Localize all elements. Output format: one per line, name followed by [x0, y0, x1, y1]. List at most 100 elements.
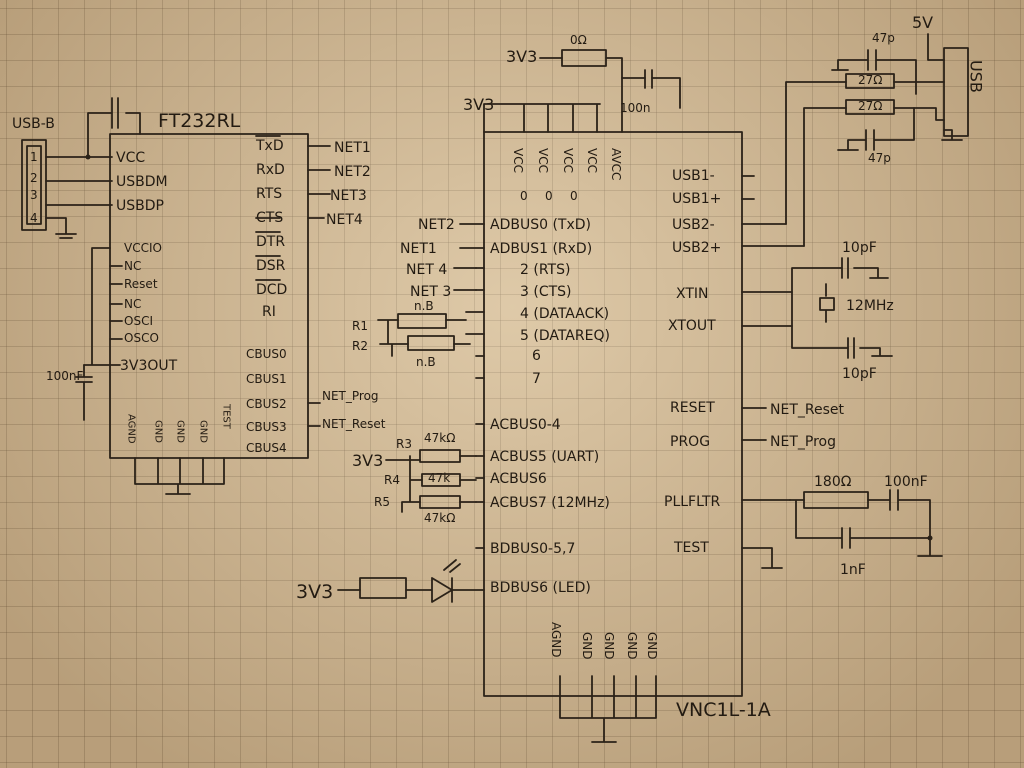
vnc1l-pin-label: ACBUS7 (12MHz) [490, 495, 610, 511]
vnc1l-pin-label: ACBUS6 [490, 471, 547, 487]
r1-value: n.B [414, 299, 434, 313]
r2-value: n.B [416, 355, 436, 369]
vnc1l-pin-label: USB2+ [672, 240, 721, 256]
ft232-title: FT232RL [158, 110, 241, 132]
net-label: NET_Reset [322, 417, 386, 431]
usb-connector-label: USB [967, 60, 986, 93]
vnc1l-pin-label: 7 [532, 371, 541, 387]
ft232-pin-label: Reset [124, 277, 158, 291]
ft232-3v3out-cap-value: 100nF [46, 369, 84, 383]
vnc1l-pin-label: 5 (DATAREQ) [520, 328, 610, 344]
r5-label: R5 [374, 495, 390, 509]
vnc1l-pin-label: VCC [536, 148, 550, 173]
ft232-pin-label: TxD [255, 138, 284, 154]
ft232-pin-label: OSCI [124, 314, 153, 328]
net-label: NET 3 [410, 284, 451, 300]
crystal-value: 12MHz [846, 298, 894, 314]
vnc1l-pin-label: VCC [585, 148, 599, 173]
usb-b-pin: 2 [30, 171, 38, 185]
ft232-pin-label: VCC [116, 150, 145, 166]
vnc1l-left-pins: ADBUS0 (TxD) ADBUS1 (RxD) 2 (RTS) 3 (CTS… [400, 217, 610, 596]
net-label: NET4 [326, 212, 363, 228]
ft232-pin-label: VCCIO [124, 241, 162, 255]
vnc1l-pin-label: VCC [511, 148, 525, 173]
usb-b-pin: 3 [30, 188, 38, 202]
pll-cap-value: 100nF [884, 474, 928, 490]
usb-b-label: USB-B [12, 116, 55, 132]
r5-value: 47kΩ [424, 511, 455, 525]
ft232-bottom-pins: AGND GND GND GND TEST [126, 403, 232, 444]
net-label: NET1 [400, 241, 437, 257]
ft232-pin-label: RTS [256, 186, 282, 202]
vnc1l-pin-label: BDBUS0-5,7 [490, 541, 575, 557]
ft232-pin-label: CBUS1 [246, 372, 287, 386]
vnc1l-pin-label: ACBUS0-4 [490, 417, 561, 433]
ft232-pin-label: GND [153, 420, 164, 443]
vnc1l-pin-mark: 0 [520, 189, 528, 203]
pll-cap-value: 1nF [840, 562, 866, 578]
net-label: NET_Reset [770, 402, 844, 418]
vnc1l-pin-label: GND [645, 632, 659, 660]
r3-r5-resistors: 3V3 R3 R4 R5 47kΩ 47k 47kΩ [352, 431, 477, 525]
vnc1l-pin-label: GND [625, 632, 639, 660]
ft232-pin-label: GND [198, 420, 209, 443]
vnc1l-pin-label: VCC [561, 148, 575, 173]
supply-label: 3V3 [506, 47, 537, 66]
vnc1l-pin-label: USB1- [672, 168, 715, 184]
ft232-pin-label: AGND [126, 414, 137, 444]
supply-label: 5V [912, 13, 933, 32]
net-label: NET2 [334, 164, 371, 180]
vnc1l-pin-mark: 0 [545, 189, 553, 203]
ft232-pin-label: RxD [256, 162, 285, 178]
r3-value: 47kΩ [424, 431, 455, 445]
ft232-pin-label: DCD [256, 282, 287, 298]
ft232-pin-label: GND [175, 420, 186, 443]
vnc1l-pin-label: USB1+ [672, 191, 721, 207]
net-label: NET2 [418, 217, 455, 233]
led-branch: 3V3 [296, 559, 485, 603]
top-resistor-value: 0Ω [570, 33, 587, 47]
ft232-pin-label: DSR [256, 258, 286, 274]
supply-label: 3V3 [463, 95, 494, 114]
vnc1l-pin-label: RESET [670, 400, 715, 416]
vnc1l-pin-label: PROG [670, 434, 710, 450]
supply-label: 3V3 [296, 581, 333, 603]
usb-resistor-value: 27Ω [858, 73, 882, 87]
crystal-cap-value: 10pF [842, 240, 877, 256]
usb-b-connector: USB-B 1 2 3 4 [12, 116, 113, 239]
crystal-cap-value: 10pF [842, 366, 877, 382]
ft232-pin-label: USBDM [116, 174, 168, 190]
net-label: NET_Prog [322, 389, 379, 403]
pll-filter: 180Ω 100nF 1nF [789, 474, 943, 578]
r2-label: R2 [352, 339, 368, 353]
vnc1l-pin-label: ADBUS0 (TxD) [490, 217, 591, 233]
vnc1l-pin-label: 2 (RTS) [520, 262, 570, 278]
r1-label: R1 [352, 319, 368, 333]
vnc1l-pin-label: ACBUS5 (UART) [490, 449, 599, 465]
ft232-right-pins: TxD RxD RTS CTS DTR DSR DCD RI CBUS0 CBU… [246, 135, 386, 455]
ft232-pin-label: TEST [221, 403, 232, 430]
vnc1l-pin-label: AGND [549, 622, 563, 658]
net-label: NET3 [330, 188, 367, 204]
vnc1l-bottom-pins: AGND GND GND GND GND [549, 622, 659, 743]
vnc1l-pin-label: XTOUT [668, 318, 716, 334]
vnc1l-pin-label: USB2- [672, 217, 715, 233]
ft232-pin-label: OSCO [124, 331, 159, 345]
crystal-circuit: 10pF 12MHz 10pF [791, 240, 894, 382]
vnc1l-pin-label: 4 (DATAACK) [520, 306, 609, 322]
usb-cap-value: 47p [868, 151, 891, 165]
supply-label: 3V3 [352, 451, 383, 470]
ft232-pin-label: USBDP [116, 198, 164, 214]
usb-output-circuit: 5V 47p 47p 27Ω 27Ω USB [785, 13, 986, 247]
pll-resistor-value: 180Ω [814, 474, 852, 490]
ft232-pin-label: DTR [256, 234, 285, 250]
vnc1l-pin-label: 6 [532, 348, 541, 364]
ft232-pin-label: NC [124, 297, 141, 311]
vnc1l-top-supply: 3V3 100n 3V3 0Ω VCC VCC VCC VCC AVCC 0 0… [463, 33, 681, 203]
ft232-pin-label: CBUS0 [246, 347, 287, 361]
ft232-pin-label: CBUS3 [246, 420, 287, 434]
vnc1l-pin-label: BDBUS6 (LED) [490, 580, 591, 596]
usb-b-pin: 4 [30, 211, 38, 225]
